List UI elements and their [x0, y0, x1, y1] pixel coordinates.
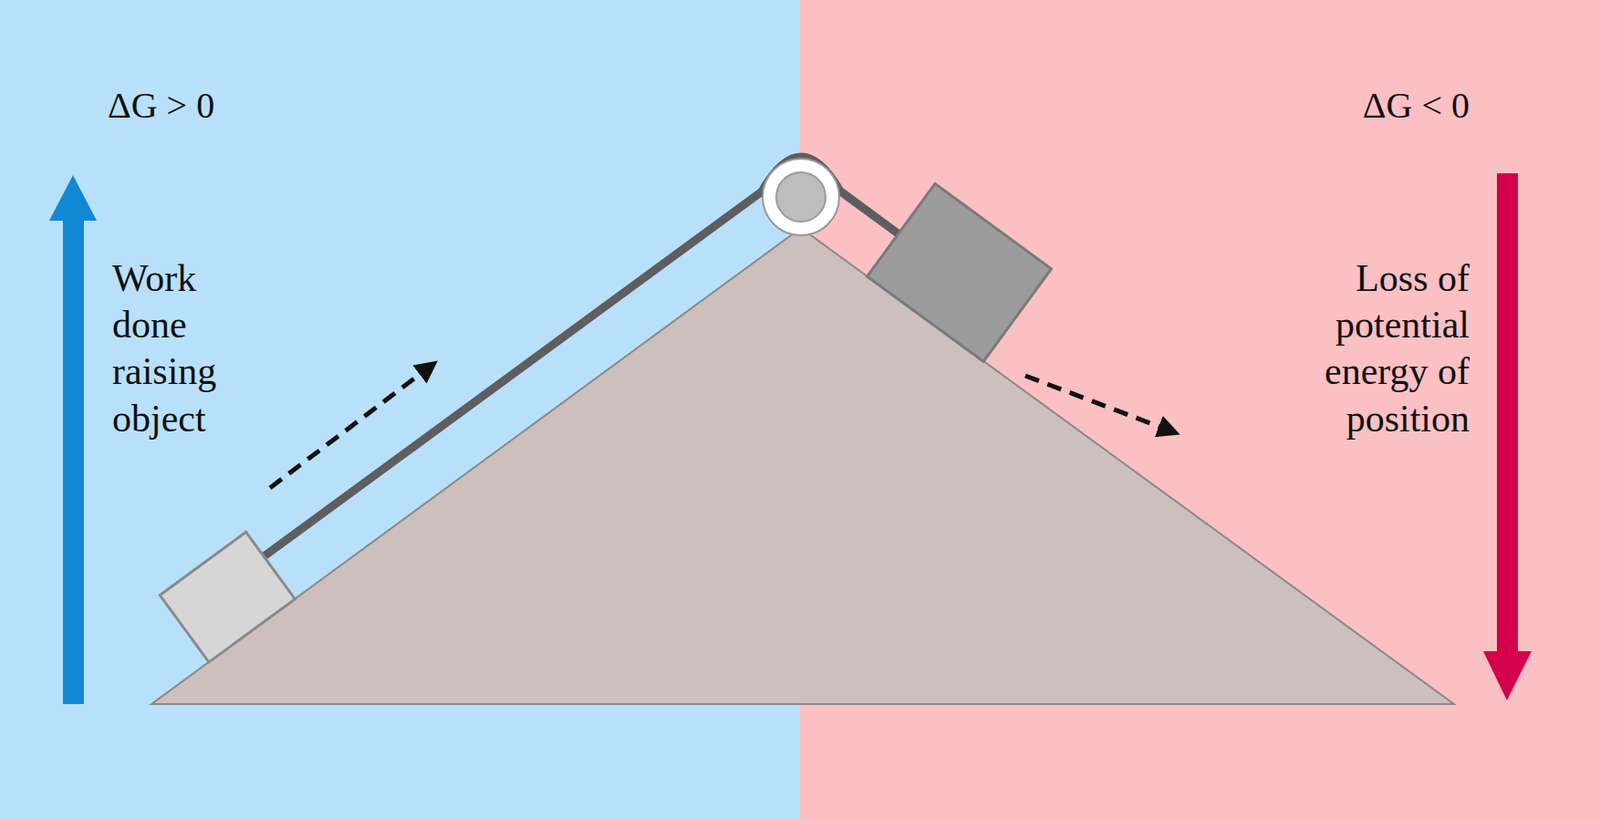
annotation-text: Work done raising object [112, 255, 268, 443]
large-block [867, 183, 1052, 362]
energy-down-arrow [1496, 173, 1518, 655]
small-block [159, 531, 295, 663]
pulley [762, 158, 840, 236]
rope [263, 156, 899, 557]
delta-g-label: ΔG < 0 [1362, 83, 1470, 129]
incline [151, 228, 1455, 705]
delta-g-label: ΔG > 0 [107, 83, 215, 129]
energy-up-arrow [62, 215, 84, 705]
motion-arrow [1025, 375, 1170, 431]
motion-arrow [270, 367, 429, 489]
annotation-text: Loss of potential energy of position [1273, 255, 1470, 443]
energy-up-arrowhead [49, 175, 97, 221]
pulley-hub [776, 172, 826, 222]
energy-down-arrowhead [1483, 651, 1532, 701]
